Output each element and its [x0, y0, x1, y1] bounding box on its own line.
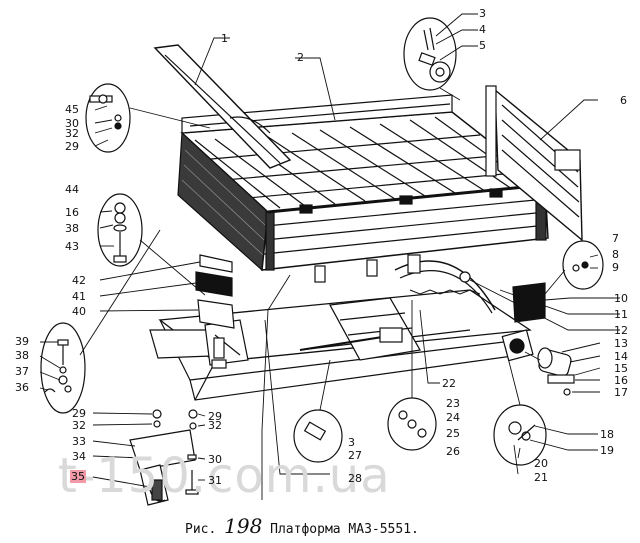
callout-45: 45 — [65, 103, 79, 116]
callout-25: 25 — [446, 427, 460, 440]
callout-35-label: 35 — [70, 470, 86, 483]
roller-detail — [537, 347, 575, 396]
callout-26: 26 — [446, 445, 460, 458]
callout-31: 31 — [208, 474, 222, 487]
callout-3: 3 — [479, 7, 486, 20]
callout-22: 22 — [442, 377, 456, 390]
callout-39: 39 — [15, 335, 29, 348]
tailgate — [494, 88, 583, 242]
callout-14: 14 — [614, 350, 628, 363]
callout-6: 6 — [620, 94, 627, 107]
detail-bubble-3-5 — [403, 17, 457, 91]
callout-10: 10 — [614, 292, 628, 305]
callout-29c: 29 — [208, 410, 222, 423]
callout-18: 18 — [600, 428, 614, 441]
callout-30b: 30 — [208, 453, 222, 466]
detail-bubble-18-21 — [493, 404, 547, 466]
detail-bubble-39 — [40, 322, 86, 414]
callout-29b: 29 — [72, 407, 86, 420]
callout-33: 33 — [72, 435, 86, 448]
callout-12: 12 — [614, 324, 628, 337]
callout-34: 34 — [72, 450, 86, 463]
callout-27: 27 — [348, 449, 362, 462]
callout-29: 29 — [65, 140, 79, 153]
bracket-assembly-left — [195, 254, 235, 369]
callout-24: 24 — [446, 411, 460, 424]
watermark: t-150.com.ua — [58, 448, 391, 504]
detail-bubble-3-27 — [293, 409, 343, 463]
callout-23: 23 — [446, 397, 460, 410]
callout-37: 37 — [15, 365, 29, 378]
callout-40: 40 — [72, 305, 86, 318]
callout-3b: 3 — [348, 436, 355, 449]
callout-9: 9 — [612, 261, 619, 274]
callout-16: 16 — [65, 206, 79, 219]
leader-lines — [39, 13, 620, 500]
callout-15: 15 — [614, 362, 628, 375]
callout-41: 41 — [72, 290, 86, 303]
detail-bubble-23-26 — [387, 397, 437, 451]
callout-1: 1 — [221, 32, 228, 45]
callout-19: 19 — [600, 444, 614, 457]
callout-32b: 32 — [72, 419, 86, 432]
callout-32c: 32 — [208, 419, 222, 432]
callout-4: 4 — [479, 23, 486, 36]
callout-28: 28 — [348, 472, 362, 485]
callout-30: 30 — [65, 117, 79, 130]
callout-17: 17 — [614, 386, 628, 399]
callout-11: 11 — [614, 308, 628, 321]
caption-number: 198 — [224, 514, 263, 538]
callout-2: 2 — [297, 51, 304, 64]
callout-38b: 38 — [15, 349, 29, 362]
callout-13: 13 — [614, 337, 628, 350]
detail-bubble-44 — [97, 193, 143, 267]
callout-32: 32 — [65, 127, 79, 140]
caption-prefix: Рис. — [185, 522, 217, 537]
callout-5: 5 — [479, 39, 486, 52]
figure-caption: Рис. 198 Платформа МАЗ-5551. — [185, 514, 419, 538]
callout-38: 38 — [65, 222, 79, 235]
callout-42: 42 — [72, 274, 86, 287]
detail-bubble-45 — [85, 83, 131, 153]
callout-35: 35 — [70, 470, 86, 483]
callout-7: 7 — [612, 232, 619, 245]
caption-title: Платформа МАЗ-5551. — [270, 522, 419, 537]
callout-8: 8 — [612, 248, 619, 261]
cross-beam — [153, 44, 292, 169]
callout-20: 20 — [534, 457, 548, 470]
callout-36: 36 — [15, 381, 29, 394]
callout-44: 44 — [65, 183, 79, 196]
bracket-assembly-bottom — [129, 409, 199, 506]
callout-16b: 16 — [614, 374, 628, 387]
callout-43: 43 — [65, 240, 79, 253]
platform-body — [177, 85, 583, 272]
detail-bubble-7-9 — [562, 240, 604, 290]
callout-21: 21 — [534, 471, 548, 484]
